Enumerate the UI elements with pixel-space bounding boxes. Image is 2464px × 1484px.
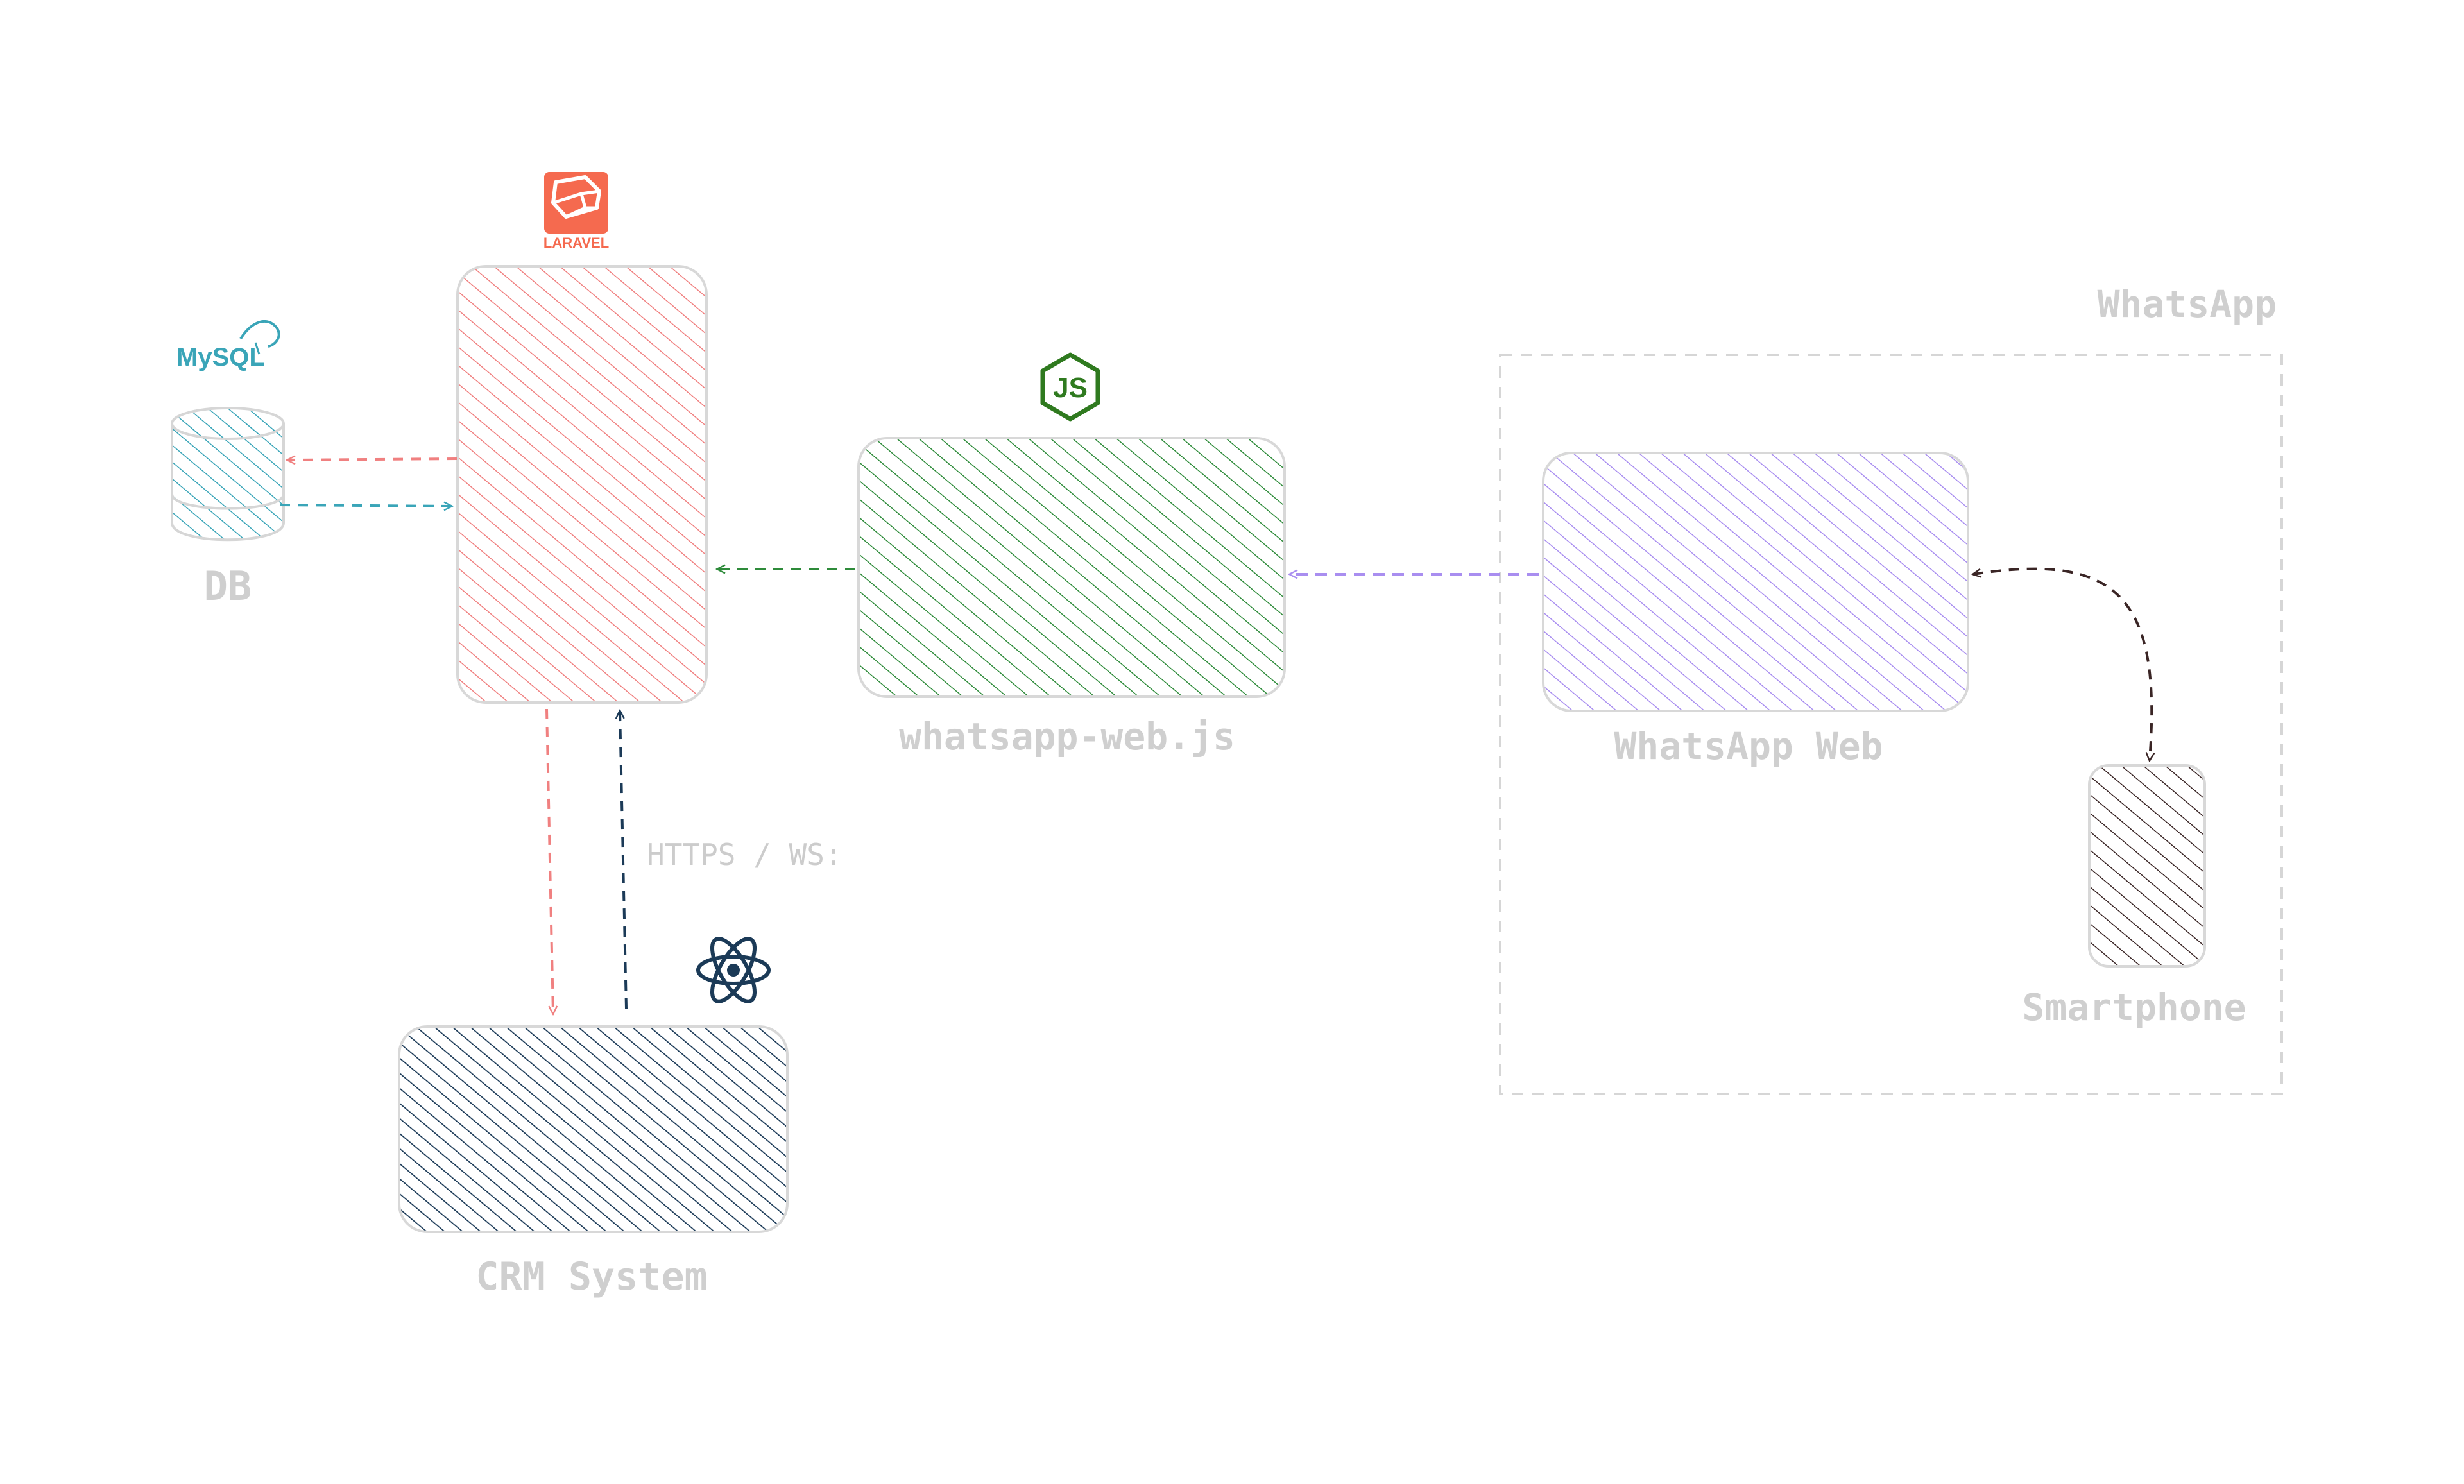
protocol-label: HTTPS / WS: bbox=[647, 837, 843, 872]
whatsapp-group: WhatsApp bbox=[1499, 282, 2283, 1095]
smartphone-node[interactable] bbox=[2088, 764, 2206, 968]
arrow-whatsapp-web-smartphone bbox=[1973, 567, 2152, 760]
laravel-logo-text: LARAVEL bbox=[543, 235, 609, 251]
whatsapp-web-node[interactable] bbox=[1542, 452, 1969, 712]
laravel-logo-icon: LARAVEL bbox=[543, 172, 609, 251]
arrow-laravel-to-db bbox=[287, 459, 458, 460]
smartphone-label: Smartphone bbox=[2022, 985, 2246, 1029]
crm-system-node[interactable] bbox=[398, 1025, 789, 1233]
react-logo-icon bbox=[696, 937, 771, 1003]
nodejs-logo-text: JS bbox=[1053, 372, 1088, 404]
whatsapp-group-label: WhatsApp bbox=[2098, 282, 2277, 326]
arrow-crm-to-laravel bbox=[620, 711, 628, 1009]
arrow-laravel-to-crm bbox=[545, 708, 553, 1014]
whatsapp-web-label: WhatsApp Web bbox=[1614, 724, 1883, 768]
mysql-logo-icon: MySQL bbox=[176, 320, 280, 371]
crm-system-label: CRM System bbox=[475, 1254, 707, 1299]
db-cylinder-icon[interactable] bbox=[171, 407, 285, 542]
whatsapp-web-js-label: whatsapp-web.js bbox=[899, 715, 1235, 758]
nodejs-logo-icon: JS bbox=[1040, 352, 1100, 422]
whatsapp-web-js-node[interactable] bbox=[857, 437, 1286, 698]
db-label: DB bbox=[204, 563, 252, 610]
arrow-db-to-laravel bbox=[279, 505, 452, 506]
mysql-logo-text: MySQL bbox=[176, 343, 265, 371]
laravel-backend-node[interactable] bbox=[456, 265, 708, 704]
